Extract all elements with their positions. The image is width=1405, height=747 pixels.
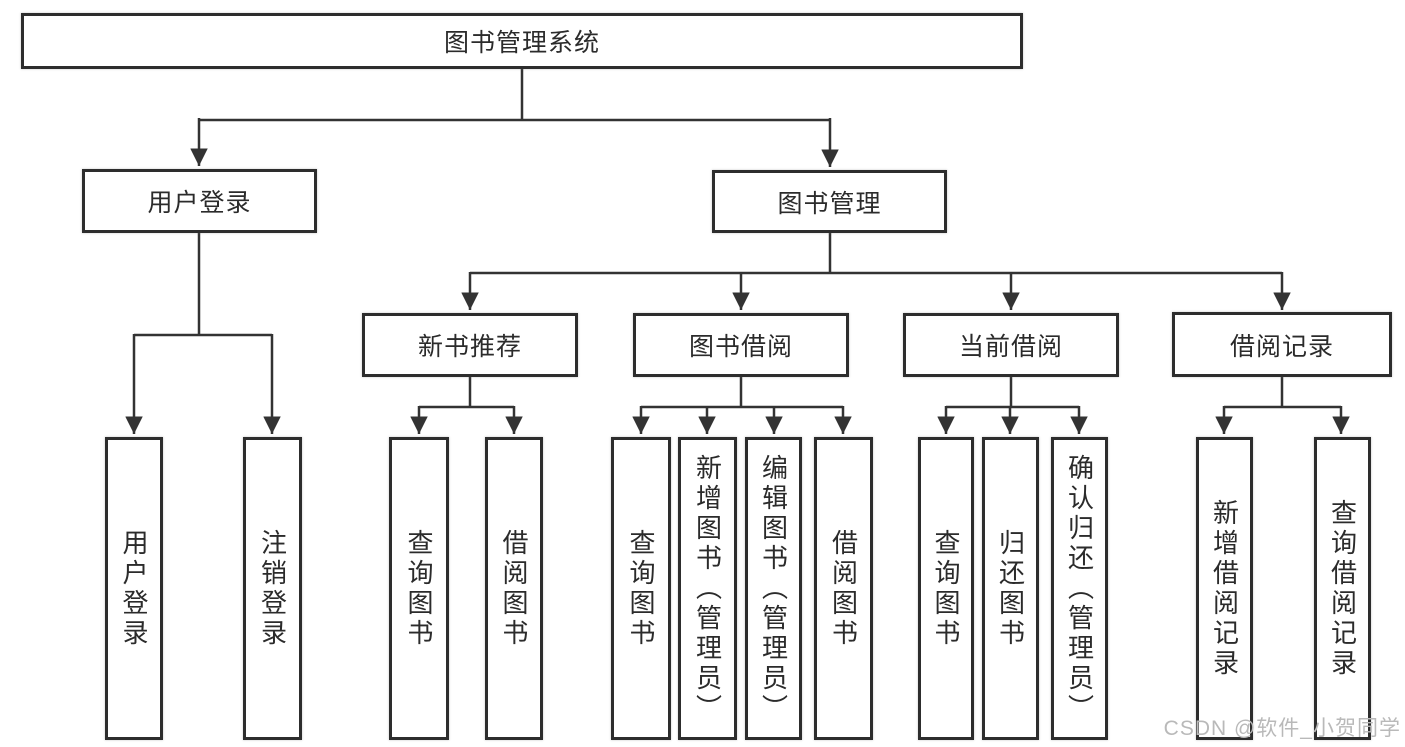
node-label: 借阅图书 — [499, 528, 529, 649]
leaf-query-books-borrowing: 查询图书 — [611, 437, 671, 740]
leaf-add-borrow-record: 新增借阅记录 — [1196, 437, 1253, 740]
leaf-logout: 注销登录 — [243, 437, 302, 740]
leaf-user-login: 用户登录 — [105, 437, 163, 740]
node-borrowing-records: 借阅记录 — [1172, 312, 1392, 377]
node-label: 查询图书 — [626, 528, 656, 649]
leaf-return-books: 归还图书 — [982, 437, 1039, 740]
node-library-management-system: 图书管理系统 — [21, 13, 1023, 69]
leaf-query-books-current: 查询图书 — [918, 437, 974, 740]
node-label: 图书借阅 — [688, 333, 793, 361]
csdn-watermark: CSDN @软件_小贺同学 — [1163, 717, 1401, 740]
node-label: 注销登录 — [257, 528, 288, 649]
leaf-edit-books-admin: 编辑图书（管理员） — [745, 437, 802, 740]
node-book-borrowing: 图书借阅 — [633, 313, 849, 377]
leaf-borrow-books: 借阅图书 — [814, 437, 873, 740]
node-label: 确认归还（管理员） — [1064, 453, 1095, 724]
node-label: 查询图书 — [404, 528, 434, 649]
leaf-borrow-books-recommend: 借阅图书 — [485, 437, 543, 740]
node-label: 新书推荐 — [417, 333, 522, 361]
node-label: 当前借阅 — [958, 333, 1063, 361]
node-label: 图书管理 — [777, 189, 882, 218]
node-label: 用户登录 — [147, 189, 252, 217]
leaf-query-books-recommend: 查询图书 — [389, 437, 449, 740]
node-label: 归还图书 — [995, 528, 1026, 649]
node-label: 借阅图书 — [828, 528, 859, 649]
node-new-book-recommend: 新书推荐 — [362, 313, 578, 377]
node-current-borrowing: 当前借阅 — [903, 313, 1119, 377]
leaf-confirm-return-admin: 确认归还（管理员） — [1051, 437, 1108, 740]
node-book-management: 图书管理 — [712, 170, 947, 233]
node-label: 查询借阅记录 — [1327, 498, 1358, 679]
leaf-add-books-admin: 新增图书（管理员） — [678, 437, 737, 740]
node-label: 用户登录 — [119, 528, 149, 649]
node-label: 新增图书（管理员） — [692, 453, 723, 724]
node-label: 图书管理系统 — [443, 29, 600, 57]
node-user-login: 用户登录 — [82, 169, 317, 233]
node-label: 编辑图书（管理员） — [758, 453, 789, 724]
node-label: 查询图书 — [931, 528, 961, 649]
node-label: 新增借阅记录 — [1209, 498, 1240, 679]
leaf-query-borrow-record: 查询借阅记录 — [1314, 437, 1371, 740]
node-label: 借阅记录 — [1229, 332, 1334, 361]
